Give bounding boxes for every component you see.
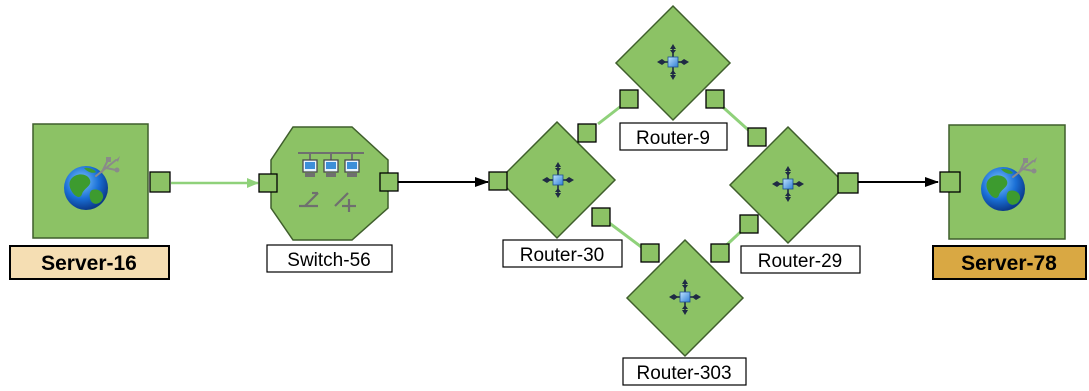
node-label: Router-30 (520, 245, 605, 266)
port-bottom-left[interactable] (739, 214, 759, 234)
node-label-box (740, 245, 861, 274)
node-label-box (266, 244, 393, 273)
node-switch-56[interactable]: Switch-56 (258, 126, 399, 273)
port-top-left[interactable] (747, 127, 767, 147)
server-body[interactable] (948, 124, 1066, 240)
port-right[interactable] (705, 89, 725, 109)
switch-body[interactable] (270, 126, 389, 241)
node-label-box (622, 357, 747, 386)
port-in[interactable] (488, 171, 508, 191)
server-label-box (9, 245, 170, 280)
node-router-9[interactable]: Router-9 (614, 4, 732, 151)
node-label-box (502, 239, 623, 268)
node-label: Switch-56 (287, 250, 370, 271)
port-out[interactable] (379, 172, 399, 192)
port-bottom[interactable] (591, 207, 611, 227)
server-label-box (932, 245, 1087, 280)
node-server-16[interactable]: Server-16 (9, 123, 171, 280)
port-left[interactable] (619, 89, 639, 109)
node-label: Router-9 (636, 128, 710, 149)
port-in[interactable] (939, 171, 961, 193)
port-right[interactable] (710, 243, 730, 263)
port-out[interactable] (837, 172, 859, 194)
node-label-box (619, 122, 728, 151)
node-label: Router-29 (758, 251, 843, 272)
port-out[interactable] (149, 171, 171, 193)
switch-computers-icon (298, 152, 364, 212)
port-top[interactable] (577, 123, 597, 143)
node-label: Router-303 (636, 363, 731, 384)
node-router-30[interactable]: Router-30 (488, 120, 623, 268)
server-label: Server-78 (961, 252, 1057, 275)
port-in[interactable] (258, 173, 278, 193)
node-router-303[interactable]: Router-303 (622, 238, 747, 386)
node-router-29[interactable]: Router-29 (728, 125, 861, 274)
node-server-78[interactable]: Server-78 (932, 124, 1087, 280)
port-left[interactable] (640, 243, 660, 263)
server-label: Server-16 (41, 252, 137, 275)
